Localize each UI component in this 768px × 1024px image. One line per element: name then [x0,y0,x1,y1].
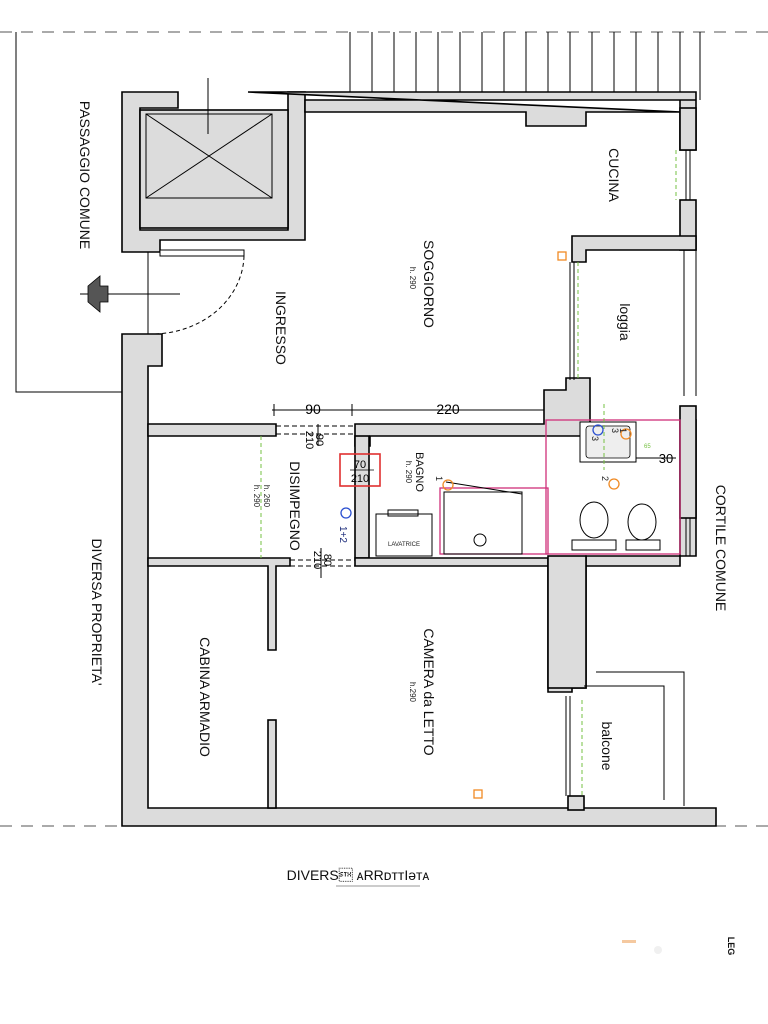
ingresso-label: INGRESSO [273,291,289,365]
diversa-proprieta-label: DIVERSA PROPRIETA' [89,538,105,685]
number-3b-label: 3 [590,436,600,441]
entrance-door [80,249,245,335]
soggiorno-height: h. 290 [408,267,417,290]
camera-label: CAMERA da LETTO [421,628,437,755]
door2-height: 210 [311,551,323,569]
camera-height: h.290 [408,682,417,703]
loggia-label: loggia [617,303,633,341]
door1-height: 210 [303,431,315,449]
footer-stamp: LEG [726,937,736,956]
door1-width: 90 [313,434,325,446]
red-door-width: 70 [354,459,366,471]
number-3-label: 3 [610,428,620,433]
dimension-30: 30 [659,451,673,466]
outlet-label: 1+2 [337,526,348,543]
cabina-armadio-label: CABINA ARMADIO [197,637,213,757]
cucina-label: CUCINA [606,148,622,202]
number-1b-label: 1 [618,428,628,433]
footer: DIVERS ᴀRRᴅᴛᴛIǝᴛᴀ LEG [287,867,736,955]
door2-width: 80 [321,554,333,566]
red-door-height: 210 [351,473,369,485]
soggiorno-label: SOGGIORNO [421,240,437,328]
bagno-height: h. 290 [404,461,413,484]
green-guides [260,150,677,796]
disimpegno-height-2: h. 290 [252,485,261,508]
walls [121,91,717,827]
windows [565,150,697,806]
balcone-label: balcone [599,721,615,770]
number-2-label: 2 [600,476,610,481]
passaggio-comune-label: PASSAGGIO COMUNE [77,101,93,249]
bagno-fixtures [339,251,681,799]
room-labels: PASSAGGIO COMUNE DIVERSA PROPRIETA' SOGG… [77,101,729,771]
cortile-comune-label: CORTILE COMUNE [713,485,729,612]
dimension-90: 90 [305,401,321,417]
dimension-65: 65 [644,444,651,450]
disimpegno-label: DISIMPEGNO [287,461,303,551]
dimension-texts: 90 220 30 90 210 80 210 70 210 65 [303,401,673,569]
number-1-label: 1 [434,476,444,481]
bagno-label: BAGNO [413,452,425,492]
elevator-shaft [145,78,273,199]
door-openings [276,425,355,567]
disimpegno-height-1: h. 260 [262,485,271,508]
footer-text: DIVERS ᴀRRᴅᴛᴛIǝᴛᴀ [287,867,430,883]
dimension-220: 220 [436,401,460,417]
lavatrice-label: LAVATRICE [388,542,420,548]
fixture-labels: LAVATRICE 1+2 1 2 3 3 1 [337,428,628,548]
